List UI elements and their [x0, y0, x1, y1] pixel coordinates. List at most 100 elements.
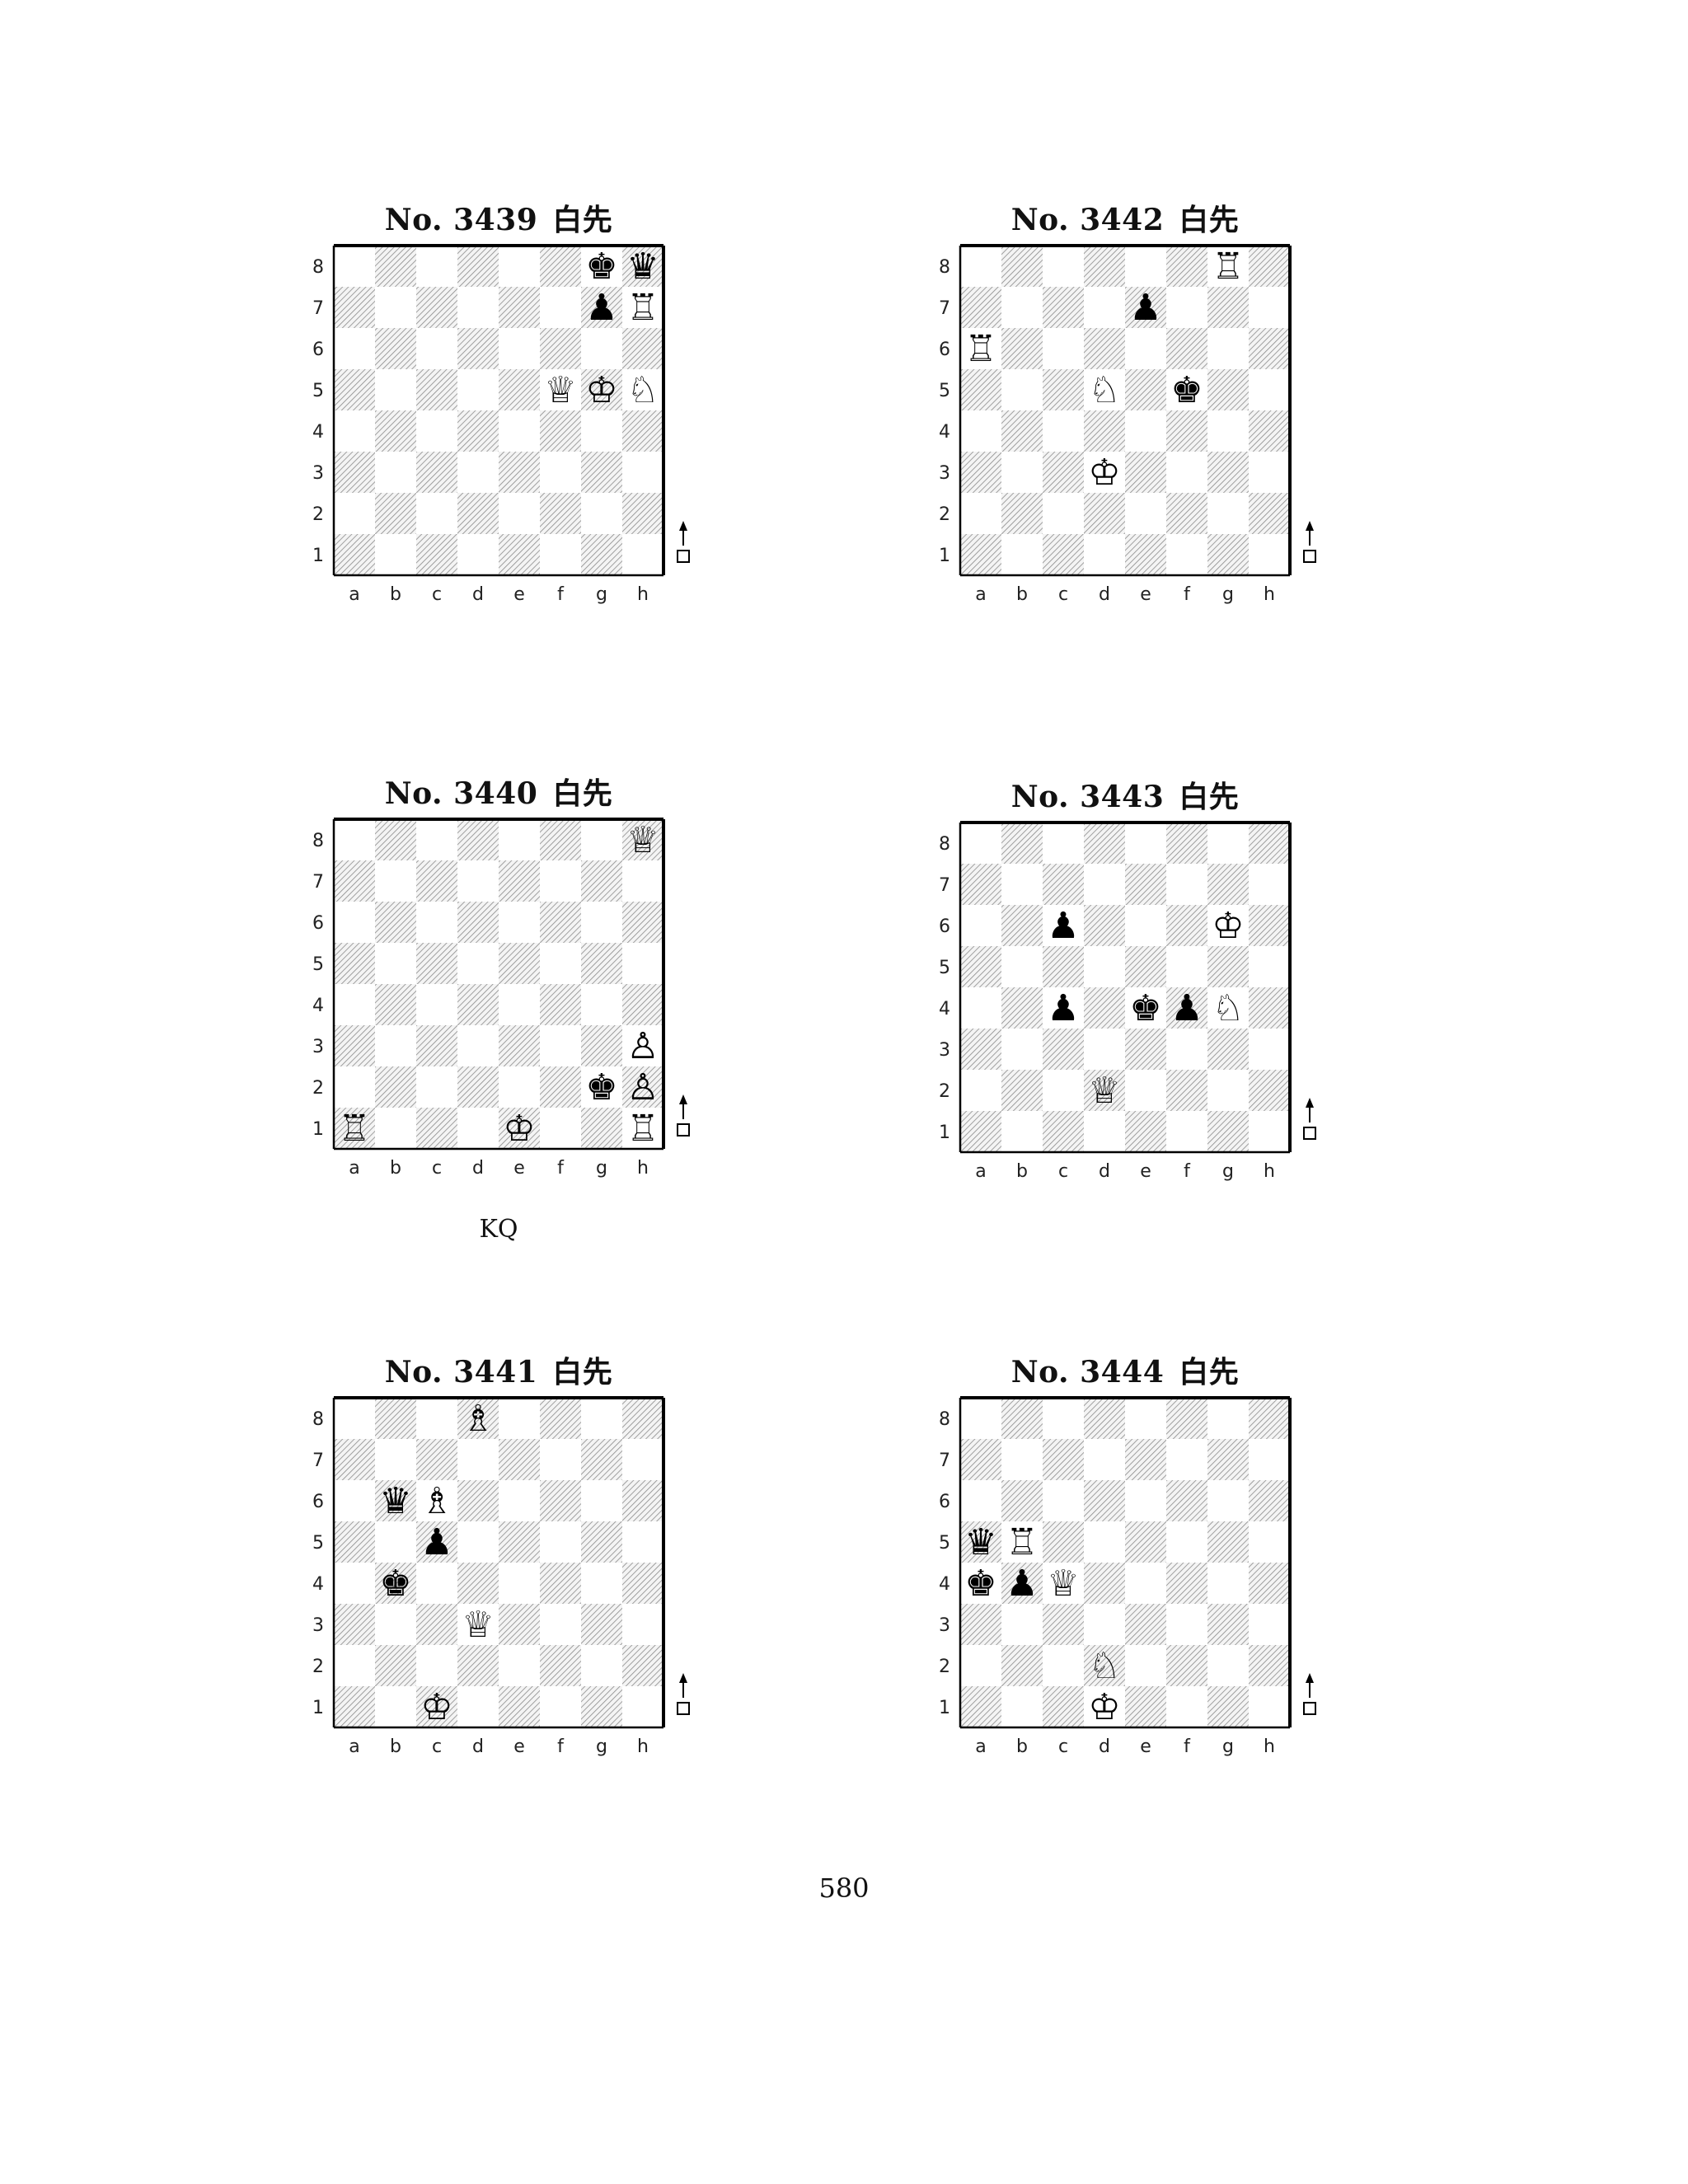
rank-label: 4	[939, 999, 950, 1019]
square-d4	[1084, 410, 1125, 452]
square-e4	[1125, 410, 1166, 452]
square-b4	[375, 410, 416, 452]
square-f8	[540, 819, 581, 860]
square-c7	[416, 860, 457, 902]
square-g6	[1207, 1480, 1249, 1521]
square-a1	[334, 534, 375, 575]
piece-e1: ♔	[503, 1108, 535, 1150]
file-label: d	[472, 584, 484, 605]
rank-label: 7	[939, 298, 950, 319]
square-g6	[581, 902, 622, 943]
square-g8	[1207, 1398, 1249, 1439]
square-f3	[540, 1604, 581, 1645]
square-a1	[960, 534, 1001, 575]
square-f5	[540, 1521, 581, 1563]
square-e4	[499, 984, 540, 1025]
square-e8	[499, 1398, 540, 1439]
square-b5	[375, 369, 416, 410]
square-c5	[1043, 369, 1084, 410]
square-h3	[622, 452, 663, 493]
square-g5	[581, 1521, 622, 1563]
square-e2	[499, 1645, 540, 1686]
square-b3	[375, 1604, 416, 1645]
file-label: f	[1184, 584, 1191, 605]
square-d7	[1084, 1439, 1125, 1480]
square-h4	[1249, 1563, 1290, 1604]
square-f6	[1166, 328, 1207, 369]
square-b2	[375, 1066, 416, 1108]
piece-d3: ♕	[462, 1604, 494, 1646]
square-b8	[1001, 823, 1043, 864]
square-b7	[375, 287, 416, 328]
square-e8	[1125, 823, 1166, 864]
square-a8	[334, 819, 375, 860]
square-c1	[1043, 534, 1084, 575]
square-f5	[1166, 946, 1207, 987]
square-g6	[1207, 328, 1249, 369]
rank-label: 1	[312, 546, 324, 566]
square-f7	[540, 1439, 581, 1480]
rank-label: 6	[939, 1492, 950, 1512]
square-b8	[375, 1398, 416, 1439]
square-d7	[457, 860, 499, 902]
square-g2	[581, 1645, 622, 1686]
square-h7	[1249, 287, 1290, 328]
square-a3	[960, 1029, 1001, 1070]
file-label: g	[596, 584, 607, 605]
square-d3	[1084, 452, 1125, 493]
square-d7	[1084, 864, 1125, 905]
square-g7	[581, 860, 622, 902]
square-c8	[416, 246, 457, 287]
file-label: g	[596, 1158, 607, 1179]
square-a4	[960, 1563, 1001, 1604]
rank-label: 1	[939, 1122, 950, 1143]
square-f4	[540, 1563, 581, 1604]
square-g6	[581, 1480, 622, 1521]
square-h2	[622, 1645, 663, 1686]
square-g2	[1207, 1645, 1249, 1686]
square-h3	[1249, 452, 1290, 493]
square-d2	[457, 1645, 499, 1686]
square-b7	[375, 860, 416, 902]
square-h6	[622, 1480, 663, 1521]
square-h7	[622, 1439, 663, 1480]
square-c6	[1043, 328, 1084, 369]
square-a5	[334, 1521, 375, 1563]
square-g8	[581, 819, 622, 860]
square-h8	[622, 1398, 663, 1439]
file-label: h	[1264, 1161, 1275, 1182]
square-c4	[1043, 410, 1084, 452]
square-c8	[1043, 823, 1084, 864]
rank-label: 6	[312, 340, 324, 360]
square-h3	[1249, 1604, 1290, 1645]
square-e8	[1125, 246, 1166, 287]
square-a6	[960, 328, 1001, 369]
square-g1	[581, 1108, 622, 1149]
piece-g5: ♔	[585, 369, 617, 411]
square-a5	[334, 943, 375, 984]
square-h4	[622, 984, 663, 1025]
piece-a4: ♚	[964, 1563, 996, 1605]
square-g3	[1207, 452, 1249, 493]
square-h1	[622, 1108, 663, 1149]
square-g8	[581, 1398, 622, 1439]
square-b8	[375, 246, 416, 287]
square-g7	[1207, 1439, 1249, 1480]
rank-label: 8	[312, 257, 324, 278]
problem-number: No. 3443	[1010, 780, 1165, 814]
square-f3	[540, 452, 581, 493]
square-a4	[960, 410, 1001, 452]
square-d3	[457, 1025, 499, 1066]
square-h5	[1249, 369, 1290, 410]
square-f1	[540, 1686, 581, 1727]
square-e4	[499, 410, 540, 452]
square-e8	[499, 819, 540, 860]
square-b5	[375, 1521, 416, 1563]
square-d3	[457, 1604, 499, 1645]
rank-label: 6	[312, 1492, 324, 1512]
